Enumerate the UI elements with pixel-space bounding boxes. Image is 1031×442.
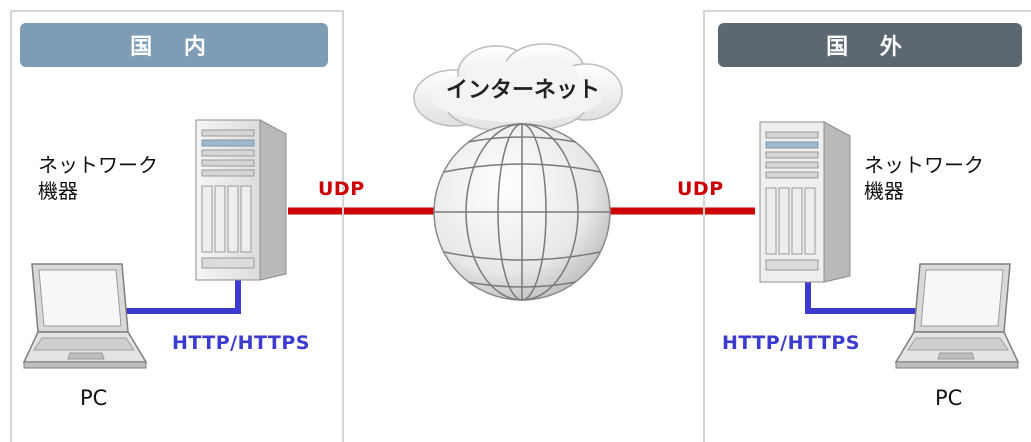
overseas-http-label: HTTP/HTTPS [722, 332, 860, 354]
overseas-udp-label: UDP [677, 178, 724, 200]
overseas-header: 国 外 [718, 23, 1022, 67]
domestic-http-label: HTTP/HTTPS [172, 332, 310, 354]
globe-icon [433, 123, 611, 301]
laptop-icon [894, 263, 1020, 369]
domestic-udp-label: UDP [318, 178, 365, 200]
server-tower-icon [195, 119, 287, 281]
http-line-right [805, 282, 920, 314]
internet-label: インターネット [446, 78, 601, 103]
domestic-panel [10, 10, 344, 442]
overseas-device-label-line1: ネットワーク [864, 153, 984, 177]
server-tower-icon [759, 121, 851, 283]
overseas-device-label-line2: 機器 [864, 179, 904, 203]
cloud-icon [413, 43, 623, 133]
domestic-header: 国 内 [20, 23, 328, 67]
domestic-device-label-line1: ネットワーク [38, 153, 158, 177]
domestic-pc-label: PC [80, 386, 108, 410]
overseas-pc-label: PC [935, 386, 963, 410]
laptop-icon [22, 263, 148, 369]
domestic-device-label-line2: 機器 [38, 179, 78, 203]
overseas-panel [703, 10, 1031, 442]
http-line-left [122, 275, 241, 314]
